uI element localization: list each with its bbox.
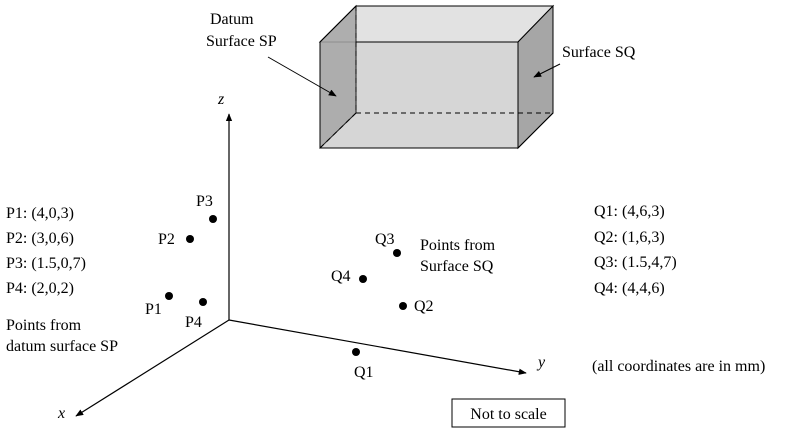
point-q2	[399, 302, 407, 310]
point-p2-label: P2	[158, 231, 175, 248]
scale-note-box	[451, 398, 566, 428]
datum-label-line2: Surface SP	[206, 33, 277, 50]
p-list-item: P4: (2,0,2)	[6, 280, 74, 297]
p-list-item: P1: (4,0,3)	[6, 205, 74, 222]
z-axis-label: z	[217, 91, 225, 108]
box-outline	[319, 5, 554, 149]
sp-points-note-line1: Points from	[6, 317, 82, 334]
x-axis-label: x	[57, 405, 65, 422]
datum-label-line1: Datum	[210, 11, 254, 28]
point-p2	[186, 235, 194, 243]
box-3d	[318, 4, 555, 150]
point-p3	[209, 215, 217, 223]
p-coordinate-list: P1: (4,0,3) P2: (3,0,6) P3: (1.5,0,7) P4…	[6, 205, 86, 297]
sp-points-note-line2: datum surface SP	[6, 338, 118, 355]
point-p3-label: P3	[196, 193, 213, 210]
point-q4-label: Q4	[331, 268, 351, 285]
point-q1-label: Q1	[354, 364, 374, 381]
q-list-item: Q3: (1.5,4,7)	[594, 254, 677, 271]
y-axis-label: y	[536, 354, 546, 371]
point-p1	[165, 292, 173, 300]
datum-pointer-arrow	[267, 56, 337, 97]
point-p1-label: P1	[145, 301, 162, 318]
q-list-item: Q2: (1,6,3)	[594, 229, 665, 246]
surface-sq-pointer-arrow	[533, 63, 561, 78]
point-q1	[352, 348, 360, 356]
point-q3	[393, 249, 401, 257]
sq-points-note-line1: Points from	[420, 237, 496, 254]
units-note: (all coordinates are in mm)	[592, 358, 765, 375]
x-axis	[75, 319, 230, 417]
q-list-item: Q4: (4,4,6)	[594, 280, 665, 297]
scale-note: Not to scale	[470, 406, 546, 423]
p-list-item: P3: (1.5,0,7)	[6, 255, 86, 272]
q-list-item: Q1: (4,6,3)	[594, 203, 665, 220]
surface-sq-label: Surface SQ	[562, 44, 636, 61]
point-p4-label: P4	[185, 314, 202, 331]
point-q3-label: Q3	[375, 231, 395, 248]
point-q4	[359, 275, 367, 283]
sq-points-note-line2: Surface SQ	[420, 258, 494, 275]
point-p4	[199, 298, 207, 306]
p-list-item: P2: (3,0,6)	[6, 230, 74, 247]
q-coordinate-list: Q1: (4,6,3) Q2: (1,6,3) Q3: (1.5,4,7) Q4…	[594, 203, 677, 297]
y-axis	[228, 319, 527, 375]
coordinate-axes	[75, 113, 527, 417]
point-q2-label: Q2	[414, 298, 434, 315]
